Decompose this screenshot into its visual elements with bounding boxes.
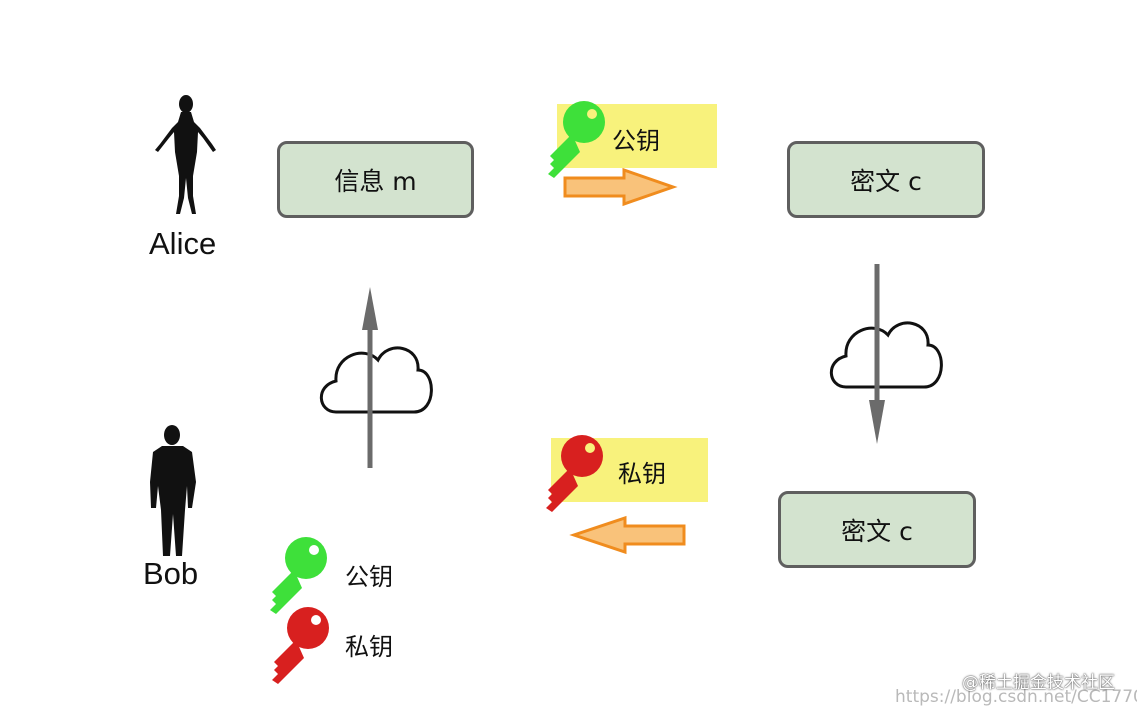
ciphertext-box-bottom: 密文 c (778, 491, 976, 568)
cloud-icon (319, 346, 433, 414)
person-female-icon (155, 95, 216, 214)
arrow-icon (563, 167, 678, 207)
key-icon (272, 607, 329, 684)
up-arrow (362, 287, 378, 468)
arrow-icon (569, 515, 686, 555)
legend-public-key-label: 公钥 (345, 563, 393, 591)
bob-label: Bob (143, 556, 199, 591)
down-arrow (869, 264, 885, 444)
key-icon (548, 101, 605, 178)
top-public-key-label: 公钥 (612, 127, 660, 155)
watermark-url: https://blog.csdn.net/CC1770574 (895, 687, 1137, 707)
alice-label: Alice (149, 226, 217, 261)
key-icon (270, 537, 327, 614)
ciphertext-box-top-label: 密文 c (850, 166, 922, 196)
legend-private-key-label: 私钥 (345, 633, 393, 661)
ciphertext-box-bottom-label: 密文 c (841, 516, 913, 546)
key-icon (546, 435, 603, 512)
message-box: 信息 m (277, 141, 474, 218)
watermark-site: @稀土掘金技术社区 (962, 673, 1115, 693)
ciphertext-box-top: 密文 c (787, 141, 985, 218)
person-male-icon (150, 425, 196, 556)
cloud-icon (829, 321, 943, 389)
message-box-label: 信息 m (334, 166, 417, 196)
middle-private-key-label: 私钥 (618, 460, 666, 488)
